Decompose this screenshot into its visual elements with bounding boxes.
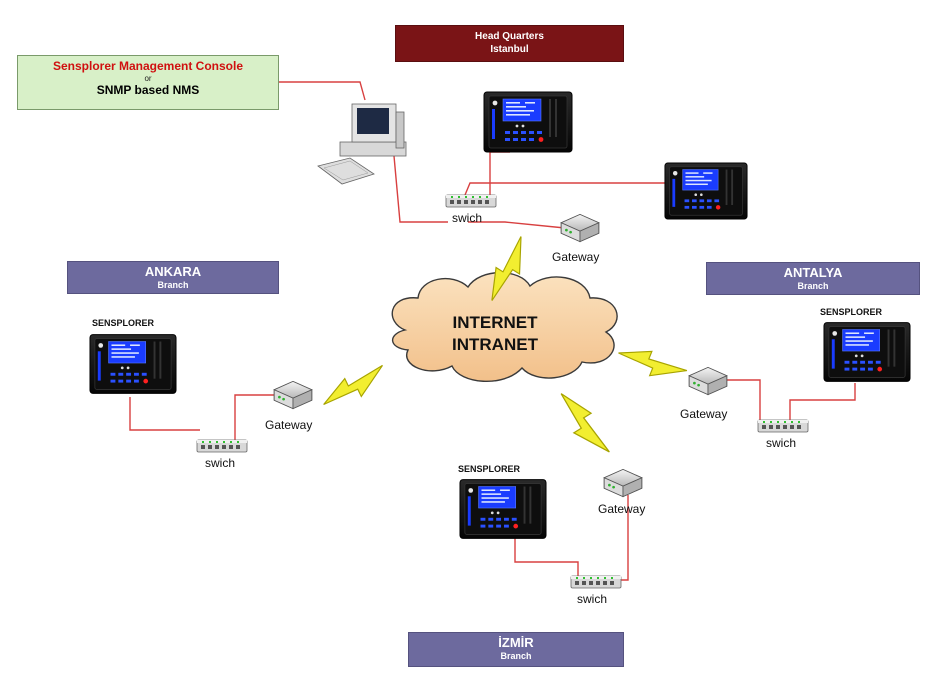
cloud-line-2: INTRANET [452, 335, 538, 354]
ankara-title: ANKARA [144, 264, 202, 279]
antalya-gateway-label: Gateway [680, 407, 728, 421]
headquarters-city: Istanbul [490, 44, 529, 55]
headquarters-title: Head Quarters [475, 31, 544, 42]
antalya-switch-icon [757, 419, 809, 433]
ankara-subtitle: Branch [157, 280, 189, 290]
izmir-switch-label: swich [577, 592, 608, 606]
link-ankara-device-to-switch [129, 397, 200, 431]
izmir-switch-icon [570, 575, 622, 589]
link-console-to-pc [279, 81, 366, 101]
headquarters-box: Head Quarters Istanbul [395, 25, 624, 62]
antalya-sensplorer-label: SENSPLORER [820, 307, 883, 317]
management-pc-icon [317, 103, 407, 185]
ankara-sensplorer-label: SENSPLORER [92, 318, 155, 328]
antalya-title: ANTALYA [783, 265, 843, 280]
izmir-subtitle: Branch [500, 651, 532, 661]
antalya-switch-label: swich [766, 436, 797, 450]
izmir-sensplorer-device [459, 479, 547, 539]
izmir-gateway-icon [603, 468, 643, 498]
link-antalya-device-to-switch [789, 383, 856, 420]
console-or: or [144, 74, 152, 83]
link-hq-device1-to-switch [470, 151, 510, 201]
link-hq-device2-to-switch [464, 182, 668, 196]
ankara-switch-label: swich [205, 456, 236, 470]
izmir-sensplorer-label: SENSPLORER [458, 464, 521, 474]
lightning-link-izmir [551, 384, 615, 464]
link-antalya-switch-to-gateway [712, 379, 761, 425]
antalya-sensplorer-device [823, 322, 911, 382]
link-izmir-device-to-switch [514, 535, 579, 576]
link-pc-to-hq-switch [392, 144, 448, 223]
link-hq-switch-to-gateway [468, 221, 566, 229]
cloud-line-1: INTERNET [452, 313, 538, 332]
hq-gateway-icon [560, 213, 600, 243]
ankara-gateway-icon [273, 380, 313, 410]
ankara-sensplorer-device [89, 334, 177, 394]
izmir-gateway-label: Gateway [598, 502, 646, 516]
ankara-gateway-label: Gateway [265, 418, 313, 432]
ankara-branch-box: ANKARA Branch [67, 261, 279, 294]
hq-switch-icon [445, 194, 497, 208]
lightning-link-ankara [316, 360, 392, 414]
izmir-branch-box: İZMİR Branch [408, 632, 624, 667]
antalya-subtitle: Branch [797, 281, 829, 291]
hq-switch-label: swich [452, 211, 483, 225]
antalya-branch-box: ANTALYA Branch [706, 262, 920, 295]
console-box: Sensplorer Management Console or SNMP ba… [17, 55, 279, 110]
link-ankara-switch-to-gateway [234, 394, 278, 448]
cloud-label: INTERNET INTRANET [430, 312, 560, 356]
console-nms: SNMP based NMS [96, 83, 200, 97]
hq-sensplorer-device-1 [483, 91, 573, 153]
hq-sensplorer-device-2 [664, 162, 748, 220]
internet-cloud [391, 271, 618, 382]
ankara-switch-icon [196, 439, 248, 453]
console-title: Sensplorer Management Console [52, 59, 244, 73]
antalya-gateway-icon [688, 366, 728, 396]
lightning-link-antalya [614, 339, 690, 389]
izmir-title: İZMİR [498, 635, 534, 650]
hq-gateway-label: Gateway [552, 250, 600, 264]
